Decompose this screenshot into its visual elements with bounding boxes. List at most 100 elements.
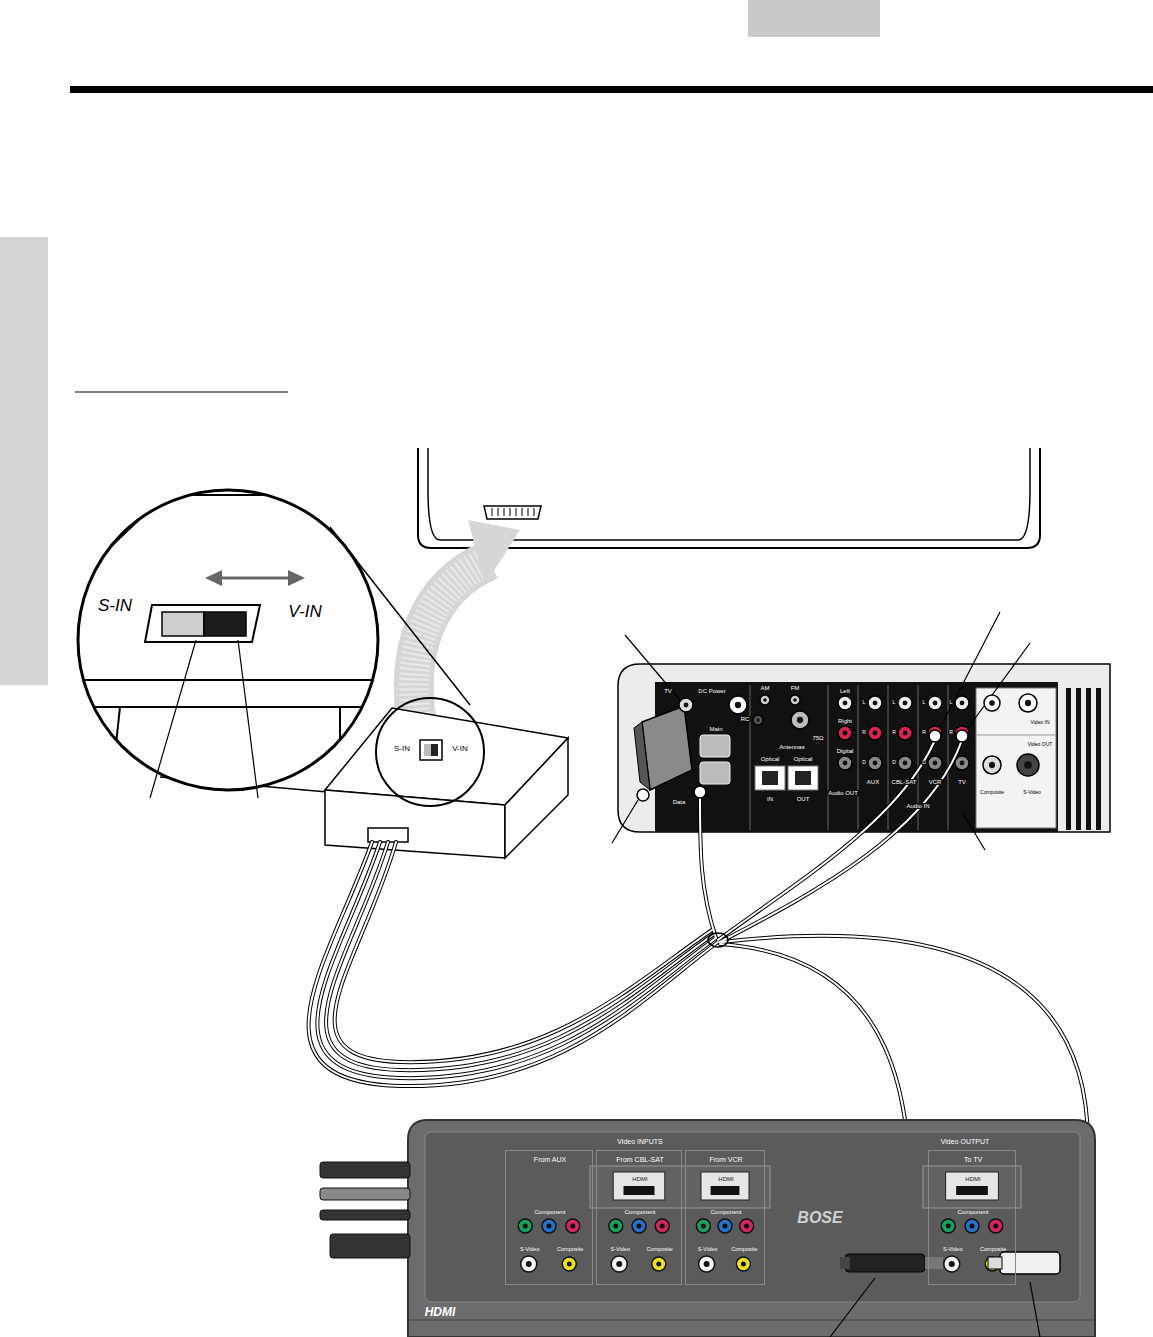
line-art	[484, 506, 541, 519]
line-art	[376, 698, 484, 806]
jack-symbol	[928, 696, 942, 710]
line-art	[830, 1278, 875, 1337]
jack-symbol	[873, 701, 878, 706]
jack-symbol	[518, 1219, 532, 1233]
jack-symbol	[741, 1262, 746, 1267]
port-label: S-Video	[610, 1247, 629, 1253]
jack-symbol	[521, 1256, 537, 1272]
jack-symbol	[903, 731, 908, 736]
jack-symbol	[542, 1219, 556, 1233]
line-art	[204, 612, 246, 636]
line-art	[420, 740, 442, 760]
line-art	[655, 682, 1058, 832]
panel-heading: Video INPUTS	[617, 1138, 662, 1145]
line-art	[940, 612, 1000, 728]
port-label: HDMI	[965, 1176, 980, 1182]
jack-label: OUT	[796, 796, 811, 802]
port-label: S-Video	[520, 1247, 539, 1253]
jack-symbol	[955, 696, 969, 710]
line-art	[1076, 688, 1081, 830]
line-art	[320, 1162, 410, 1178]
line-art	[309, 842, 718, 1086]
line-art	[718, 740, 935, 940]
jack-symbol	[989, 762, 995, 768]
line-art	[948, 685, 949, 830]
line-art	[700, 797, 716, 938]
jack-label: VCR	[928, 779, 943, 785]
jack-symbol	[736, 1257, 750, 1271]
line-art	[165, 494, 390, 496]
line-art	[962, 812, 985, 850]
line-art	[923, 1166, 1021, 1208]
jack-symbol	[1017, 754, 1039, 776]
jack-symbol	[944, 1256, 960, 1272]
jack-label: D	[891, 760, 897, 765]
jack-symbol	[984, 695, 1000, 711]
jack-symbol	[903, 761, 908, 766]
jack-symbol	[1019, 694, 1037, 712]
drawing-group	[1066, 688, 1101, 830]
jack-label: TV	[957, 779, 967, 785]
jack-label: FM	[790, 685, 801, 691]
line-art	[976, 735, 1056, 736]
jack-symbol	[868, 696, 882, 710]
jack-symbol	[898, 756, 912, 770]
jack-label: L	[892, 700, 897, 705]
input-panel: From CBL-SATHDMIComponentS-VideoComposit…	[596, 1150, 682, 1285]
line-art	[1000, 1252, 1060, 1274]
line-art	[431, 744, 438, 756]
jack-symbol	[566, 1219, 580, 1233]
line-art	[929, 730, 941, 742]
line-art	[408, 1320, 1095, 1321]
jack-label: CBL-SAT	[891, 779, 918, 785]
line-art	[205, 570, 222, 586]
jack-label: D	[861, 760, 867, 765]
jack-symbol	[970, 1224, 975, 1229]
jack-symbol	[660, 1224, 665, 1229]
line-art	[516, 508, 517, 516]
switch-label: V-IN	[288, 603, 321, 620]
brand-logo: BOSE	[797, 1210, 842, 1226]
jack-label: 75Ω	[811, 735, 824, 741]
jack-symbol	[843, 761, 848, 766]
line-art	[238, 640, 258, 798]
jack-label: TV	[663, 688, 673, 694]
jack-symbol	[763, 698, 767, 702]
line-art	[326, 842, 714, 1070]
jack-symbol	[744, 1224, 749, 1229]
line-art	[708, 933, 728, 947]
jack-label: DC Power	[697, 688, 726, 694]
line-art	[612, 800, 638, 843]
hdmi-port	[701, 1172, 749, 1200]
jack-symbol	[983, 756, 1001, 774]
port-label: Component	[710, 1209, 741, 1215]
jack-label: L	[949, 700, 954, 705]
jack-symbol	[873, 731, 878, 736]
jack-symbol	[562, 1257, 576, 1271]
hdmi-port	[624, 1186, 655, 1195]
jack-symbol	[1024, 761, 1032, 769]
jack-label: S-Video	[1023, 790, 1041, 795]
line-art	[0, 237, 48, 685]
line-art	[60, 495, 165, 595]
line-art	[150, 640, 196, 798]
port-label: Component	[534, 1209, 565, 1215]
switch-label: S-IN	[394, 745, 410, 753]
port-label: S-Video	[943, 1247, 962, 1253]
jack-symbol	[960, 761, 965, 766]
hdmi-port	[956, 1186, 988, 1195]
jack-label: L	[862, 700, 867, 705]
panel-heading: From CBL-SAT	[616, 1156, 663, 1163]
panel-heading: Video OUTPUT	[941, 1138, 990, 1145]
jack-symbol	[838, 696, 852, 710]
port-label: Composite	[980, 1247, 1006, 1253]
jack-label: Audio IN	[905, 803, 930, 809]
line-art	[288, 570, 305, 586]
line-art	[788, 766, 818, 790]
jack-symbol	[838, 756, 852, 770]
jack-symbol	[740, 1219, 754, 1233]
jack-symbol	[611, 1256, 627, 1272]
jack-symbol	[718, 1219, 732, 1233]
jack-symbol	[547, 1224, 552, 1229]
